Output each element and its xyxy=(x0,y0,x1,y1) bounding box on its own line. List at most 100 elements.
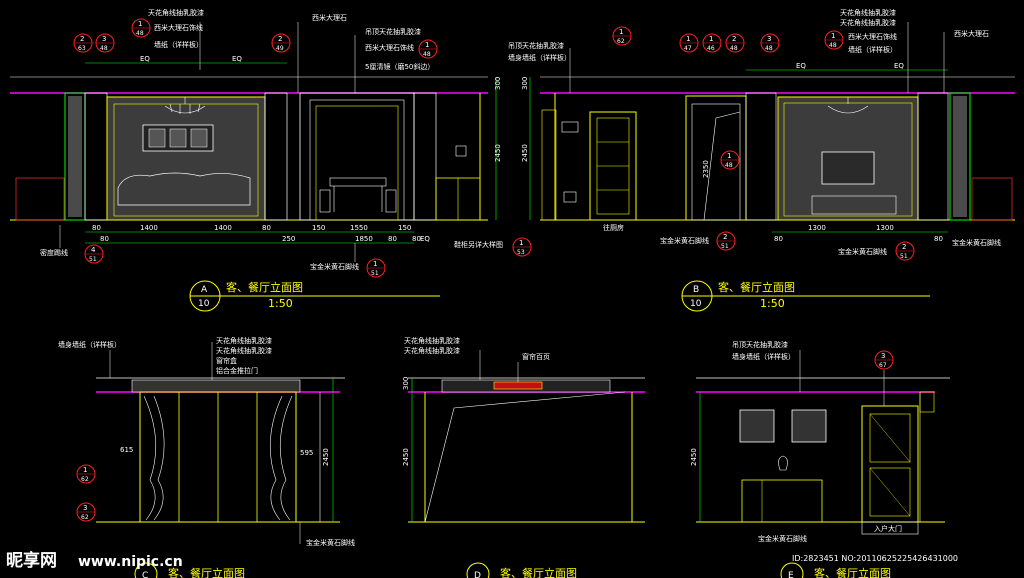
elev-b-tag-2: 147 xyxy=(679,33,699,53)
elev-c-title-letter: C xyxy=(142,571,148,578)
svg-text:51: 51 xyxy=(900,253,908,260)
elev-a-tag-8: 451 xyxy=(84,244,104,264)
elev-a-note-1: 天花角线抽乳胶漆 xyxy=(148,8,204,17)
svg-text:4: 4 xyxy=(91,246,96,254)
elev-d-dim-300: 300 xyxy=(402,377,410,390)
elev-d-dim-2450: 2450 xyxy=(402,448,410,466)
elev-b-note-1: 吊顶天花抽乳胶漆 xyxy=(508,41,564,50)
elev-a-note-2: 西米大理石饰线 xyxy=(154,23,203,32)
elev-d-note-1: 天花角线抽乳胶漆 xyxy=(404,336,460,345)
elev-a-tag-1: 148 xyxy=(131,18,151,38)
elev-a-note-6: 西米大理石饰线 xyxy=(365,43,414,52)
elev-b-note-5: 天花角线抽乳胶漆 xyxy=(840,8,896,17)
svg-text:1: 1 xyxy=(519,239,523,247)
elev-c-dim-615: 615 xyxy=(120,446,133,454)
svg-text:2: 2 xyxy=(278,35,282,43)
elev-a-note-8: 鞋柜另详大样图 xyxy=(454,240,503,249)
elev-d-note-2: 天花角线抽乳胶漆 xyxy=(404,346,460,355)
elevation-e: 2450 吊顶天花抽乳胶漆 墙身墙纸（详样板） 入户大门 宝金米黄石脚线 367… xyxy=(690,340,950,578)
elev-b-note-8: 墙纸（详样板） xyxy=(848,45,897,54)
elev-b-note-9: 西米大理石 xyxy=(954,29,989,38)
elev-a-dim-b5: 250 xyxy=(282,235,295,243)
elevation-a: 300 2450 EQ EQ 80 1400 1400 80 250 150 1… xyxy=(10,8,532,312)
elev-a-tag-3: 348 xyxy=(95,33,115,53)
svg-text:1: 1 xyxy=(619,28,623,36)
elev-a-dim-c4: EQ xyxy=(420,235,430,243)
watermark-id: ID:2823451 NO:20110625225426431000 xyxy=(792,554,958,563)
svg-text:48: 48 xyxy=(730,45,738,52)
elev-b-title-num: 10 xyxy=(690,299,702,309)
elev-a-dim-eq-2: EQ xyxy=(232,55,242,63)
svg-text:62: 62 xyxy=(617,38,625,45)
svg-text:62: 62 xyxy=(81,476,89,483)
elev-a-note-9: 宝金米黄石脚线 xyxy=(310,262,359,271)
watermark-url: www.nipic.cn xyxy=(78,554,183,570)
svg-text:48: 48 xyxy=(725,162,733,169)
elev-b-tag-4: 248 xyxy=(725,33,745,53)
elev-e-title-letter: E xyxy=(788,571,794,578)
elev-d-title-letter: D xyxy=(474,571,481,578)
svg-text:3: 3 xyxy=(83,504,87,512)
svg-text:63: 63 xyxy=(78,45,86,52)
elev-a-dim-v-300: 300 xyxy=(494,77,502,90)
elev-e-note-3: 入户大门 xyxy=(874,524,902,533)
elev-b-tag-6: 148 xyxy=(824,30,844,50)
svg-text:67: 67 xyxy=(879,362,887,369)
elev-b-dim-v-2450: 2450 xyxy=(521,144,529,162)
elev-e-title: 客、餐厅立面图 xyxy=(814,566,891,578)
elev-d-title-block: D 客、餐厅立面图 xyxy=(466,562,577,578)
elev-c-note-2: 天花角线抽乳胶漆 xyxy=(216,336,272,345)
elev-b-dim-eq-1: EQ xyxy=(796,62,806,70)
svg-text:51: 51 xyxy=(721,243,729,250)
elev-a-dim-b9: 80 xyxy=(412,235,421,243)
svg-text:1: 1 xyxy=(686,35,690,43)
elev-b-title-letter: B xyxy=(693,285,699,295)
elev-c-note-6: 宝金米黄石脚线 xyxy=(306,538,355,547)
elev-a-dim-b3: 1400 xyxy=(214,224,232,232)
elev-c-title: 客、餐厅立面图 xyxy=(168,566,245,578)
elev-a-dim-b6: 150 xyxy=(312,224,325,232)
elev-b-title: 客、餐厅立面图 xyxy=(718,280,795,294)
elev-e-dim-2450: 2450 xyxy=(690,448,698,466)
elev-a-note-5: 吊顶天花抽乳胶漆 xyxy=(365,27,421,36)
svg-text:48: 48 xyxy=(765,45,773,52)
elev-a-dim-eq-1: EQ xyxy=(140,55,150,63)
elev-b-title-block: B 10 客、餐厅立面图 1:50 xyxy=(681,280,930,312)
elev-b-dim-eq-2: EQ xyxy=(894,62,904,70)
elev-b-note-10: 宝金米黄石脚线 xyxy=(838,247,887,256)
elev-a-title: 客、餐厅立面图 xyxy=(226,280,303,294)
svg-text:3: 3 xyxy=(102,35,106,43)
elev-b-dim-b4: 80 xyxy=(934,235,943,243)
elev-a-title-block: A 10 客、餐厅立面图 1:50 xyxy=(189,280,440,312)
elev-a-dim-b7: 1550 xyxy=(350,224,368,232)
svg-text:2: 2 xyxy=(732,35,736,43)
elev-a-dim-b2: 1400 xyxy=(140,224,158,232)
elev-b-note-4: 宝金米黄石脚线 xyxy=(660,236,709,245)
svg-text:1: 1 xyxy=(425,41,429,49)
svg-text:1: 1 xyxy=(831,32,835,40)
svg-text:1: 1 xyxy=(138,20,142,28)
elev-d-title: 客、餐厅立面图 xyxy=(500,566,577,578)
elev-e-note-2: 墙身墙纸（详样板） xyxy=(732,352,795,361)
elev-c-note-4: 窗帘盒 xyxy=(216,356,237,365)
svg-text:1: 1 xyxy=(709,35,713,43)
elev-b-dim-b1: 80 xyxy=(774,235,783,243)
svg-text:2: 2 xyxy=(902,243,906,251)
elev-a-dim-c1: 80 xyxy=(100,235,109,243)
elev-d-note-3: 窗帘百页 xyxy=(522,352,550,361)
elev-a-note-7: 5厘清镜（磨50斜边） xyxy=(365,62,434,71)
svg-text:51: 51 xyxy=(89,256,97,263)
svg-text:1: 1 xyxy=(373,260,377,268)
watermark-brand: 昵享网 xyxy=(6,550,57,571)
elev-a-dim-v-2450: 2450 xyxy=(494,144,502,162)
svg-text:3: 3 xyxy=(881,352,885,360)
elev-b-note-11: 宝金米黄石脚线 xyxy=(952,238,1001,247)
svg-text:62: 62 xyxy=(81,514,89,521)
svg-text:2: 2 xyxy=(723,233,727,241)
elev-a-note-3: 墙纸（详样板） xyxy=(154,40,203,49)
elev-b-tag-3: 146 xyxy=(702,33,722,53)
elevation-d: 300 2450 天花角线抽乳胶漆 天花角线抽乳胶漆 窗帘百页 D 客、餐厅立面… xyxy=(402,336,645,578)
elev-a-dim-b8: 150 xyxy=(398,224,411,232)
elev-a-dim-b4: 80 xyxy=(262,224,271,232)
svg-text:53: 53 xyxy=(517,249,525,256)
